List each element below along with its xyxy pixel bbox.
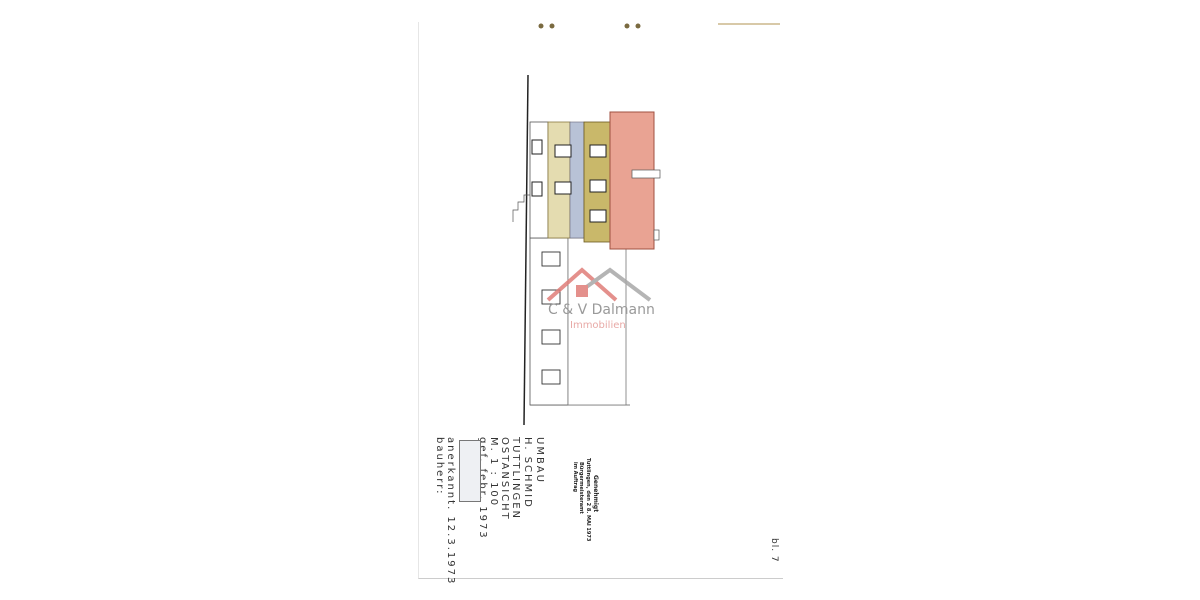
title-line: UMBAU bbox=[534, 437, 545, 484]
timber-facade bbox=[547, 121, 571, 239]
inspection-stamp bbox=[459, 440, 481, 502]
ground-line bbox=[523, 74, 529, 426]
title-line: OSTANSICHT bbox=[499, 437, 510, 521]
wing-roof bbox=[567, 237, 627, 406]
title-line: H. SCHMID bbox=[522, 437, 533, 509]
watermark-name: C & V Dalmann bbox=[548, 302, 655, 318]
roof bbox=[609, 111, 655, 250]
sheet-number: bl. 7 bbox=[769, 538, 779, 563]
watermark-logo-icon bbox=[546, 267, 652, 302]
owner-label: bauherr: bbox=[434, 437, 445, 496]
stamp-line: Bürgermeisteramt bbox=[578, 462, 584, 514]
approved-date: anerkannt. 12.3.1973 bbox=[445, 437, 456, 586]
watermark-sub: Immobilien bbox=[570, 320, 626, 331]
glass-facade bbox=[569, 121, 585, 239]
facade-windows bbox=[531, 139, 607, 223]
title-line: M. 1 : 100 bbox=[488, 437, 499, 508]
title-line: TUTTLINGEN bbox=[510, 437, 521, 521]
wing-windows bbox=[541, 251, 561, 385]
title-line: gef. febr. 1973 bbox=[477, 437, 488, 540]
stamp-line: Genehmigt bbox=[592, 475, 599, 513]
wing-wall bbox=[529, 237, 569, 406]
stamp-line: Tuttlingen, den 2 8. MAI 1973 bbox=[585, 458, 591, 542]
punch-holes bbox=[538, 23, 780, 29]
dormer bbox=[631, 169, 661, 179]
stairs bbox=[512, 194, 530, 222]
stamp-line: im Auftrag bbox=[572, 462, 578, 493]
